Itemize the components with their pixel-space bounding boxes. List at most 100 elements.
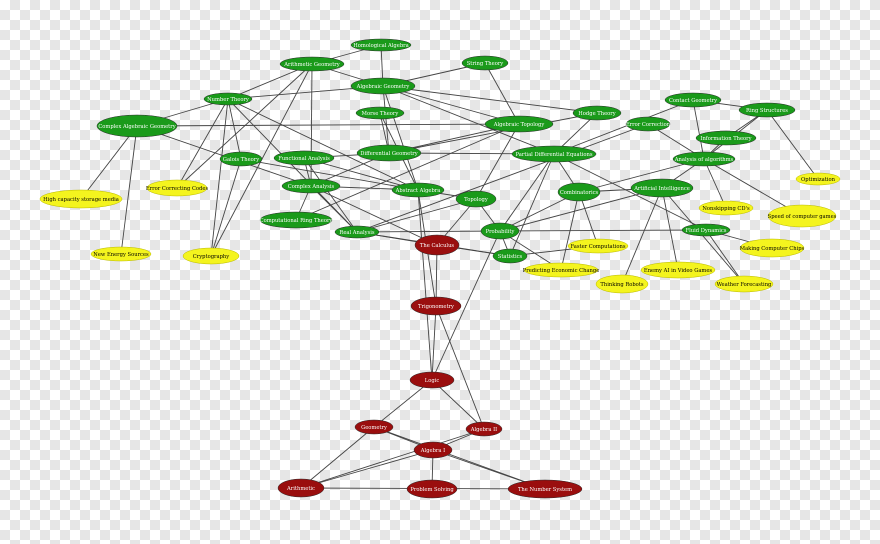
node-shape-prob [480, 222, 520, 240]
node-label-arithgeo: Arithmetic Geometry [283, 62, 339, 68]
node-label-galois: Galois Theory [223, 157, 259, 163]
node-shape-fluid [681, 223, 731, 237]
node-shape-complexalg [96, 114, 178, 138]
node-label-stats: Statistics [498, 254, 523, 260]
edge-alggeo-diffgeo [382, 85, 390, 154]
node-shape-realanal [334, 225, 380, 239]
node-thinkrob: Thinking Robots [595, 274, 649, 294]
node-label-calculus: The Calculus [420, 243, 454, 249]
node-pde: Partial Differential Equations [511, 145, 597, 163]
node-label-ai: Artificial Intelligence [633, 186, 690, 192]
node-morse: Morse Theory [355, 106, 405, 120]
node-label-alg1: Algebra I [420, 448, 445, 454]
node-label-pde: Partial Differential Equations [516, 152, 593, 158]
node-label-trig: Trigonometry [418, 304, 454, 310]
node-shape-predecon [523, 262, 599, 278]
node-label-errcodes: Error Correcting Codes [146, 186, 209, 192]
node-complexalg: Complex Algebraic Geometry [96, 114, 178, 138]
node-prob: Probability [480, 222, 520, 240]
node-errcodes: Error Correcting Codes [146, 179, 209, 197]
node-shape-probsolve [406, 479, 458, 499]
node-hodge: Hodge Theory [572, 105, 622, 121]
node-label-funcanal: Functional Analysis [278, 156, 330, 162]
node-shape-topology [455, 190, 497, 208]
node-shape-numsys [507, 479, 583, 499]
edge-numtheory-absalg [227, 98, 419, 191]
node-compring: Computational Ring Theory [259, 211, 333, 229]
node-fastercomp: Faster Computations [567, 238, 629, 254]
node-shape-alg1 [413, 441, 453, 459]
node-shape-chips [739, 238, 805, 258]
node-shape-stats [492, 248, 528, 264]
node-infotheory: Information Theory [695, 130, 757, 146]
node-shape-ringstruct [738, 102, 796, 118]
node-shape-pde [511, 145, 597, 163]
node-alggeo: Algebraic Geometry [350, 77, 416, 95]
node-combin: Combinatorics [557, 182, 601, 202]
node-errcorr: Error Correction [625, 116, 671, 132]
node-contact: Contact Geometry [664, 92, 722, 108]
node-homological: Homological Algebra [350, 38, 412, 52]
node-crypto: Cryptography [182, 247, 240, 265]
node-label-fastercomp: Faster Computations [570, 244, 625, 250]
node-shape-algtop [484, 115, 554, 133]
node-shape-weather [714, 275, 774, 293]
node-optim: Optimization [795, 172, 841, 186]
node-label-optim: Optimization [801, 177, 836, 183]
node-analgo: Analysis of algorithms [672, 151, 736, 167]
node-shape-arithgeo [279, 56, 345, 72]
node-label-compring: Computational Ring Theory [260, 218, 333, 224]
node-shape-alg2 [465, 421, 503, 437]
edge-fluid-weather [705, 229, 745, 285]
node-numtheory: Number Theory [203, 92, 253, 106]
edge-topology-realanal [356, 198, 477, 233]
edge-ai-enemyai [661, 187, 679, 271]
node-label-newenergy: New Energy Sources [93, 252, 149, 258]
edge-analgo-nonskip [703, 158, 727, 209]
node-logic: Logic [409, 371, 455, 389]
edge-alg2-arith [300, 428, 485, 489]
node-diffgeo: Differential Geometry [356, 144, 422, 162]
node-label-highcap: High capacity storage media [43, 197, 119, 203]
edge-numtheory-galois [227, 98, 242, 160]
node-label-weather: Weather Forecasting [717, 282, 772, 288]
node-shape-newenergy [90, 246, 152, 262]
edge-algtop-topology [475, 123, 520, 200]
node-shape-alggeo [350, 77, 416, 95]
node-label-ringstruct: Ring Structures [746, 108, 788, 114]
edge-arithgeo-errcodes [176, 63, 313, 189]
node-shape-calculus [414, 234, 460, 256]
node-label-errcorr: Error Correction [626, 122, 671, 128]
edge-ringstruct-optim [766, 109, 819, 180]
node-shape-combin [557, 182, 601, 202]
node-label-topology: Topology [464, 197, 488, 203]
edge-contact-pde [553, 99, 694, 155]
node-label-logic: Logic [425, 378, 440, 384]
node-label-string: String Theory [467, 61, 504, 67]
edge-realanal-prob [356, 230, 501, 233]
node-label-homological: Homological Algebra [353, 43, 408, 49]
node-label-prob: Probability [486, 229, 515, 235]
node-arith: Arithmetic [277, 478, 325, 498]
node-realanal: Real Analysis [334, 225, 380, 239]
edge-complexalg-highcap [80, 125, 138, 200]
edge-pde-stats [509, 153, 555, 257]
edge-numtheory-realanal [227, 98, 358, 233]
node-trig: Trigonometry [410, 296, 462, 316]
node-weather: Weather Forecasting [714, 275, 774, 293]
edge-complexanal-calculus [310, 185, 438, 246]
edge-ai-prob [499, 187, 663, 232]
node-shape-nonskip [698, 200, 754, 216]
node-alg1: Algebra I [413, 441, 453, 459]
edge-complexalg-algtop [136, 123, 520, 127]
node-shape-galois [219, 151, 263, 167]
node-shape-absalg [391, 182, 445, 198]
node-shape-complexanal [281, 178, 341, 194]
edge-galois-crypto [210, 158, 242, 257]
node-shape-compring [259, 211, 333, 229]
edge-galois-absalg [240, 158, 419, 191]
edge-numtheory-errcodes [176, 98, 229, 189]
edge-string-algtop [484, 62, 520, 125]
node-label-fluid: Fluid Dynamics [686, 228, 727, 234]
